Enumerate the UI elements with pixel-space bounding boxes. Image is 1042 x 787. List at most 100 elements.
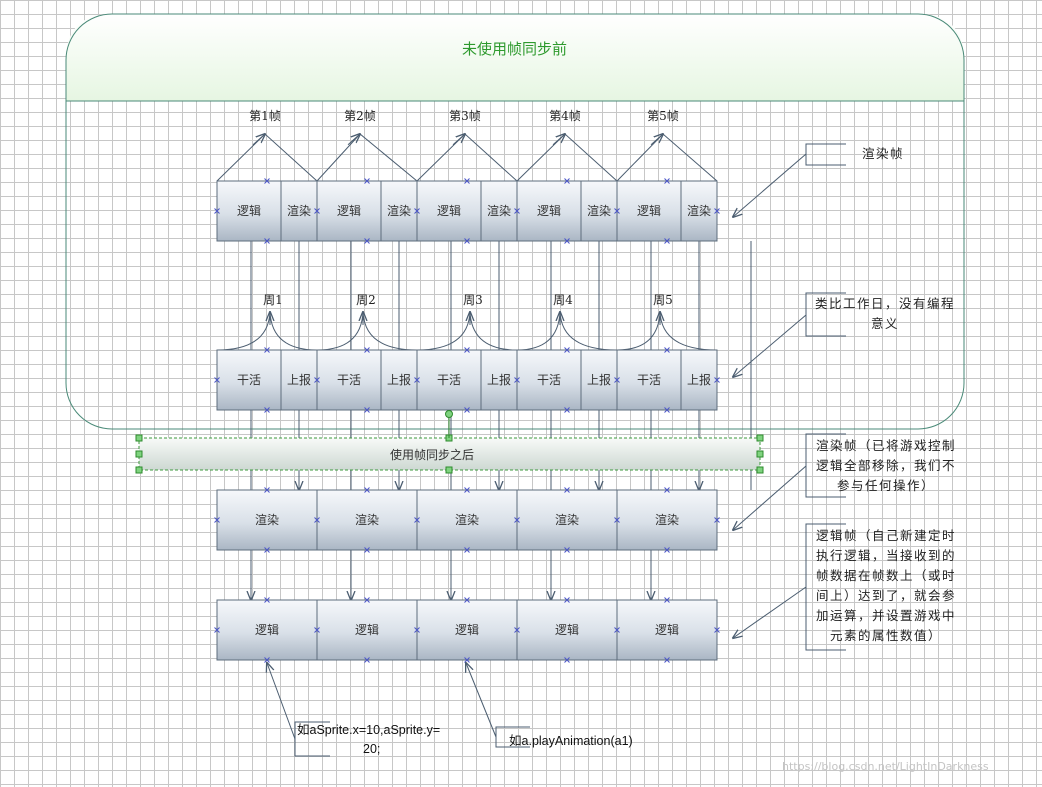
anchor-mark (264, 547, 270, 553)
report-cell-text: 上报 (687, 372, 711, 387)
pre-sync-panel (65, 13, 965, 430)
code-example-1-text2: 20; (363, 742, 381, 756)
anchor-mark (664, 597, 670, 603)
frame-tent (616, 133, 718, 182)
anchor-mark (714, 377, 720, 383)
anchor-mark (614, 377, 620, 383)
week-curve (216, 311, 318, 351)
frame-label: 第5帧 (647, 109, 679, 123)
logic-after-cell-box (216, 599, 318, 661)
logic-after-cell-box (316, 599, 418, 661)
anchor-mark (564, 657, 570, 663)
work-cell-box (416, 349, 482, 411)
frame-label: 第2帧 (344, 109, 376, 123)
frame-tent-arrow (252, 134, 265, 146)
render-cell-text: 渲染 (487, 203, 511, 218)
anchor-mark (564, 597, 570, 603)
logic-cell-text: 逻辑 (337, 204, 361, 218)
anchor-mark (464, 407, 470, 413)
logic-cell-text: 逻辑 (437, 204, 461, 218)
work-cell-text: 干活 (637, 373, 661, 387)
render-after-cell-text: 渲染 (355, 512, 379, 527)
anchor-mark (264, 597, 270, 603)
logic-cell-box (216, 180, 282, 242)
frame-rows: 逻辑渲染逻辑渲染逻辑渲染逻辑渲染逻辑渲染干活上报干活上报干活上报干活上报干活上报… (138, 180, 761, 661)
render-cell-box (680, 180, 718, 242)
callout-brackets (267, 143, 846, 757)
anchor-mark (214, 517, 220, 523)
anchor-mark (714, 517, 720, 523)
work-cell-text: 干活 (437, 373, 461, 387)
render-after-cell-text: 渲染 (455, 512, 479, 527)
logic-cell-box (616, 180, 682, 242)
anchor-mark (464, 597, 470, 603)
note-render-frame: 渲染帧 (862, 146, 905, 161)
anchor-mark (364, 657, 370, 663)
code-example-1: 如aSprite.x=10,aSprite.y= 20; (297, 721, 457, 759)
logic-cell-text: 逻辑 (637, 204, 661, 218)
work-cell-box (216, 349, 282, 411)
anchor-mark (314, 517, 320, 523)
render-after-cell-box (516, 489, 618, 551)
anchor-mark (414, 208, 420, 214)
render-after-cell-text: 渲染 (655, 512, 679, 527)
anchor-mark (364, 178, 370, 184)
anchor-mark (364, 597, 370, 603)
report-cell-text: 上报 (587, 372, 611, 387)
anchor-mark (614, 627, 620, 633)
logic-after-cell-text: 逻辑 (655, 623, 679, 637)
callout-arrow (733, 153, 807, 217)
logic-after-cell-text: 逻辑 (355, 623, 379, 637)
anchor-mark (664, 178, 670, 184)
selection-handle (445, 466, 453, 474)
frame-tent (416, 133, 518, 182)
anchor-mark (364, 238, 370, 244)
report-cell-box (580, 349, 618, 411)
frame-tent-arrow (552, 134, 565, 146)
anchor-mark (564, 487, 570, 493)
week-curve (616, 311, 718, 351)
render-after-cell-text: 渲染 (555, 512, 579, 527)
frame-label: 第3帧 (449, 109, 481, 123)
anchor-mark (564, 347, 570, 353)
sync-bar (138, 437, 761, 471)
anchor-mark (664, 347, 670, 353)
week-curve (416, 311, 518, 351)
anchor-marks (135, 178, 764, 663)
render-cell-text: 渲染 (387, 203, 411, 218)
code-example-2: 如a.playAnimation(a1) (509, 730, 633, 749)
frame-tent-arrow (347, 134, 360, 146)
sync-bar-label: 使用帧同步之后 (390, 448, 475, 462)
anchor-mark (214, 208, 220, 214)
callout-workday (805, 292, 846, 337)
anchor-mark (364, 407, 370, 413)
anchor-mark (564, 238, 570, 244)
logic-cell-box (416, 180, 482, 242)
logic-cell-text: 逻辑 (537, 204, 561, 218)
anchor-mark (664, 547, 670, 553)
diagram-title: 未使用帧同步前 (462, 40, 568, 58)
code-example-1-prefix: 如 (297, 723, 310, 737)
selection-handle (135, 450, 143, 458)
selection-handle (756, 434, 764, 442)
week-label: 周1 (263, 293, 283, 307)
logic-after-cell-box (516, 599, 618, 661)
callout-arrow (733, 314, 807, 377)
anchor-mark (414, 377, 420, 383)
anchor-mark (714, 208, 720, 214)
logic-cell-box (516, 180, 582, 242)
note-logic-after: 逻辑帧（自己新建定时执行逻辑，当接收到的帧数据在帧数上（或时间上）达到了，就会参… (815, 528, 956, 643)
frame-label: 第4帧 (549, 109, 581, 123)
anchor-mark (464, 238, 470, 244)
work-cell-text: 干活 (537, 373, 561, 387)
work-cell-box (316, 349, 382, 411)
logic-after-cell-text: 逻辑 (455, 623, 479, 637)
selection-handle (756, 466, 764, 474)
anchor-mark (464, 178, 470, 184)
anchor-mark (714, 627, 720, 633)
anchor-mark (364, 347, 370, 353)
anchor-mark (614, 208, 620, 214)
code-example-2-prefix: 如 (509, 734, 522, 748)
